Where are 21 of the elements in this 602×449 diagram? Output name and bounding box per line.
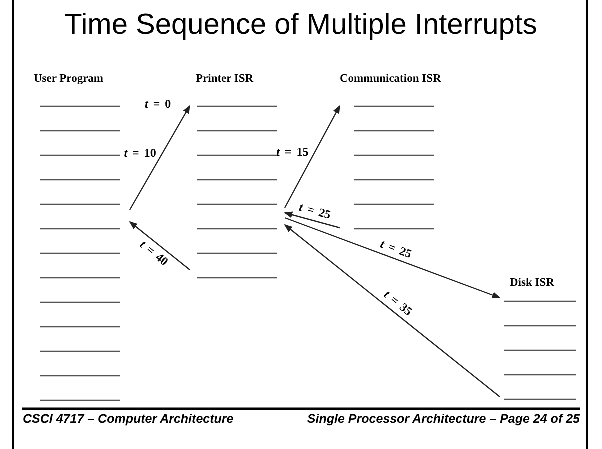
time-label: t = 0 [145,98,172,111]
edge-label: t = 10 [124,147,156,160]
edge-label: t = 25 [378,238,414,262]
column-heading: Printer ISR [196,72,254,86]
footer-text: Single Processor Architecture – Page 24 of 25 [307,412,580,427]
slide-title: Time Sequence of Multiple Interrupts [64,8,538,42]
arrow [284,217,501,299]
arrow [284,212,340,229]
arrow [284,105,341,208]
arrow [129,221,190,270]
process-column [340,72,440,232]
arrow [129,105,191,210]
arrow [284,224,500,398]
edge-label: t = 25 [298,201,332,222]
column-heading: User Program [34,72,104,86]
edge-label: t = 35 [382,288,415,320]
column-heading: Disk ISR [510,276,554,290]
column-heading: Communication ISR [340,72,442,86]
edge-label: t = 15 [276,146,309,160]
edge-label: t = 40 [138,238,172,268]
footer-text: CSCI 4717 – Computer Architecture [23,412,234,427]
